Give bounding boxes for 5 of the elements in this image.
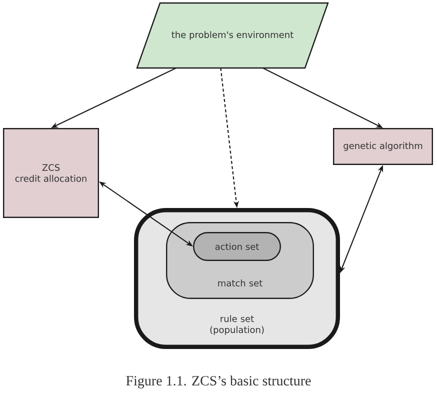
- pill-box: action set: [193, 232, 281, 261]
- caption: Figure 1.1. ZCS’s basic structure: [126, 376, 311, 388]
- parallelogram: the problem's environment: [136, 2, 329, 69]
- process-box: ZCS credit allocation: [3, 128, 99, 218]
- process-box: genetic algorithm: [333, 128, 433, 165]
